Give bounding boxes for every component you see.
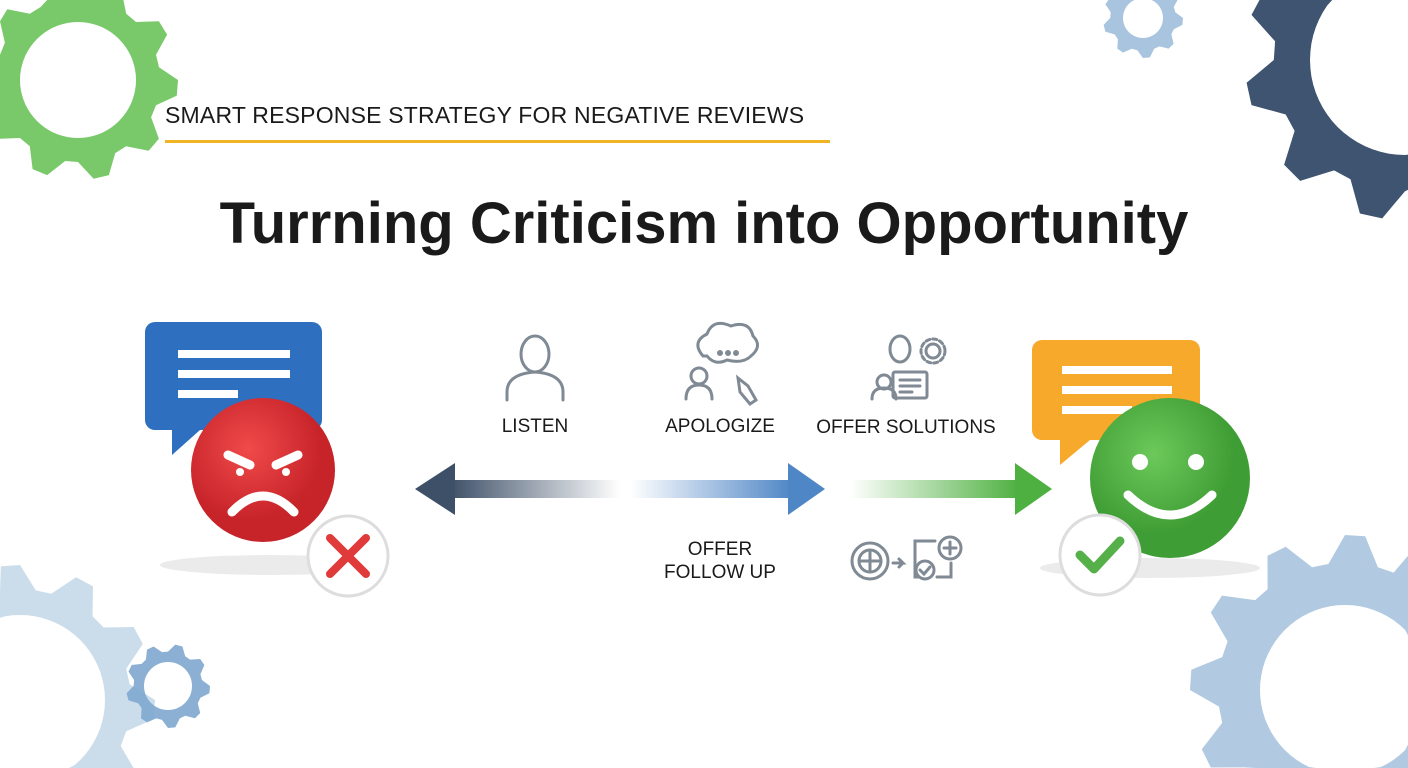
step-apologize-label: APOLOGIZE bbox=[665, 416, 775, 437]
person-icon bbox=[505, 334, 565, 402]
kicker-title: SMART RESPONSE STRATEGY FOR NEGATIVE REV… bbox=[165, 102, 805, 128]
person-speech-bubble-icon bbox=[684, 321, 759, 406]
person-document-gear-icon bbox=[870, 334, 947, 401]
negative-review-group bbox=[145, 322, 390, 598]
globe-to-checklist-icon bbox=[850, 535, 963, 581]
arrow-left bbox=[415, 463, 455, 515]
positive-review-group bbox=[1032, 340, 1260, 597]
follow-up-line2: FOLLOW UP bbox=[664, 562, 776, 583]
gear-icon bbox=[1246, 0, 1408, 219]
arrow-right-blue bbox=[788, 463, 825, 515]
flow-arrows bbox=[415, 463, 1052, 515]
gear-icon bbox=[1190, 535, 1408, 768]
follow-up-line1: OFFER bbox=[687, 539, 753, 560]
gear-icon bbox=[1103, 0, 1183, 58]
step-listen-label: LISTEN bbox=[501, 416, 569, 437]
angry-face-icon bbox=[191, 398, 335, 542]
gear-icon bbox=[0, 565, 155, 768]
gear-icon bbox=[0, 0, 178, 179]
check-badge-icon bbox=[1058, 513, 1142, 597]
gear-icon bbox=[126, 644, 210, 728]
gold-underline bbox=[165, 140, 830, 143]
page-title: Turrning Criticism into Opportunity bbox=[219, 191, 1189, 256]
step-offer-solutions-label: OFFER SOLUTIONS bbox=[816, 417, 996, 438]
happy-face-icon bbox=[1090, 398, 1250, 558]
arrow-right-green bbox=[1015, 463, 1052, 515]
step-follow-up-label: OFFER FOLLOW UP bbox=[650, 538, 790, 584]
